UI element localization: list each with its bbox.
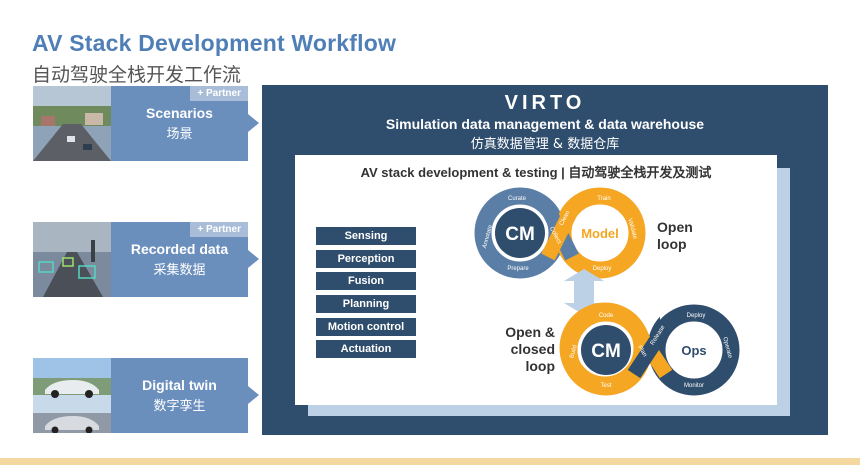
page-title: AV Stack Development Workflow bbox=[32, 30, 397, 56]
arrow-right-icon bbox=[248, 386, 259, 404]
partner-badge: + Partner bbox=[190, 86, 248, 101]
layer-sensing: Sensing bbox=[316, 227, 416, 245]
step-label: Deploy bbox=[687, 313, 706, 319]
recorded-data-label: Recorded data bbox=[130, 241, 229, 257]
source-digital-twin: Digital twin 数字孪生 bbox=[33, 358, 248, 433]
digital-twin-label-zh: 数字孪生 bbox=[153, 399, 206, 414]
closed-loop-cm-node bbox=[581, 325, 631, 375]
stack-layers: Sensing Perception Fusion Planning Motio… bbox=[316, 227, 416, 363]
recorded-data-panel: Recorded data 采集数据 bbox=[111, 222, 248, 297]
scenarios-label-zh: 场景 bbox=[166, 127, 193, 142]
step-label: Deploy bbox=[593, 266, 612, 272]
platform-title-zh: 仿真数据管理 & 数据仓库 bbox=[470, 137, 620, 152]
open-loop-cm-node bbox=[495, 208, 545, 258]
scenarios-label: Scenarios bbox=[146, 105, 213, 121]
arrow-right-icon bbox=[248, 250, 259, 268]
closed-loop-ops-node bbox=[669, 325, 719, 375]
bottom-accent-strip bbox=[0, 458, 860, 465]
digital-twin-panel: Digital twin 数字孪生 bbox=[111, 358, 248, 433]
virto-logo: VIRTO bbox=[504, 92, 586, 114]
digital-twin-label: Digital twin bbox=[142, 377, 217, 393]
step-label: Plan bbox=[636, 345, 647, 358]
layer-perception: Perception bbox=[316, 249, 416, 268]
step-label: Validate bbox=[626, 218, 637, 241]
recorded-data-label-zh: 采集数据 bbox=[153, 263, 206, 278]
step-label: Code bbox=[599, 313, 614, 319]
open-loop-model-label: Model bbox=[581, 226, 619, 241]
scenarios-photo bbox=[33, 86, 111, 161]
source-scenarios: Scenarios 场景 + Partner bbox=[33, 86, 248, 161]
step-label: Prepare bbox=[507, 266, 529, 272]
step-label: Test bbox=[600, 383, 611, 389]
arrow-right-icon bbox=[248, 114, 259, 132]
step-label: Operate bbox=[721, 336, 733, 359]
page-subtitle: 自动驾驶全栈开发工作流 bbox=[32, 64, 242, 86]
source-recorded-data: Recorded data 采集数据 + Partner bbox=[33, 222, 248, 297]
platform-title: Simulation data management & data wareho… bbox=[385, 116, 705, 132]
step-label: Curate bbox=[508, 196, 527, 202]
open-loop-label: Open loop bbox=[657, 219, 693, 252]
layer-motion-control: Motion control bbox=[316, 317, 416, 336]
digital-twin-photo bbox=[33, 358, 111, 433]
closed-loop-diagram: Code Build Test Plan Release Deploy Oper… bbox=[560, 304, 740, 396]
closed-loop-label: Open & closed loop bbox=[505, 324, 555, 374]
closed-loop-ops-label: Ops bbox=[681, 343, 706, 358]
step-label: Build bbox=[569, 345, 578, 359]
layer-actuation: Actuation bbox=[316, 340, 416, 359]
av-stack-title: AV stack development & testing | 自动驾驶全栈开… bbox=[360, 165, 712, 180]
recorded-data-photo bbox=[33, 222, 111, 297]
step-label: Monitor bbox=[684, 383, 704, 389]
open-loop-cm-label: CM bbox=[505, 224, 535, 245]
layer-planning: Planning bbox=[316, 295, 416, 314]
step-label: Train bbox=[597, 196, 610, 202]
open-loop-cross-orange bbox=[541, 205, 579, 261]
closed-loop-cross-navy bbox=[627, 321, 673, 379]
layer-fusion: Fusion bbox=[316, 272, 416, 291]
closed-loop-cm-label: CM bbox=[591, 341, 621, 362]
open-loop-model-node bbox=[575, 208, 625, 258]
partner-badge: + Partner bbox=[190, 222, 248, 237]
